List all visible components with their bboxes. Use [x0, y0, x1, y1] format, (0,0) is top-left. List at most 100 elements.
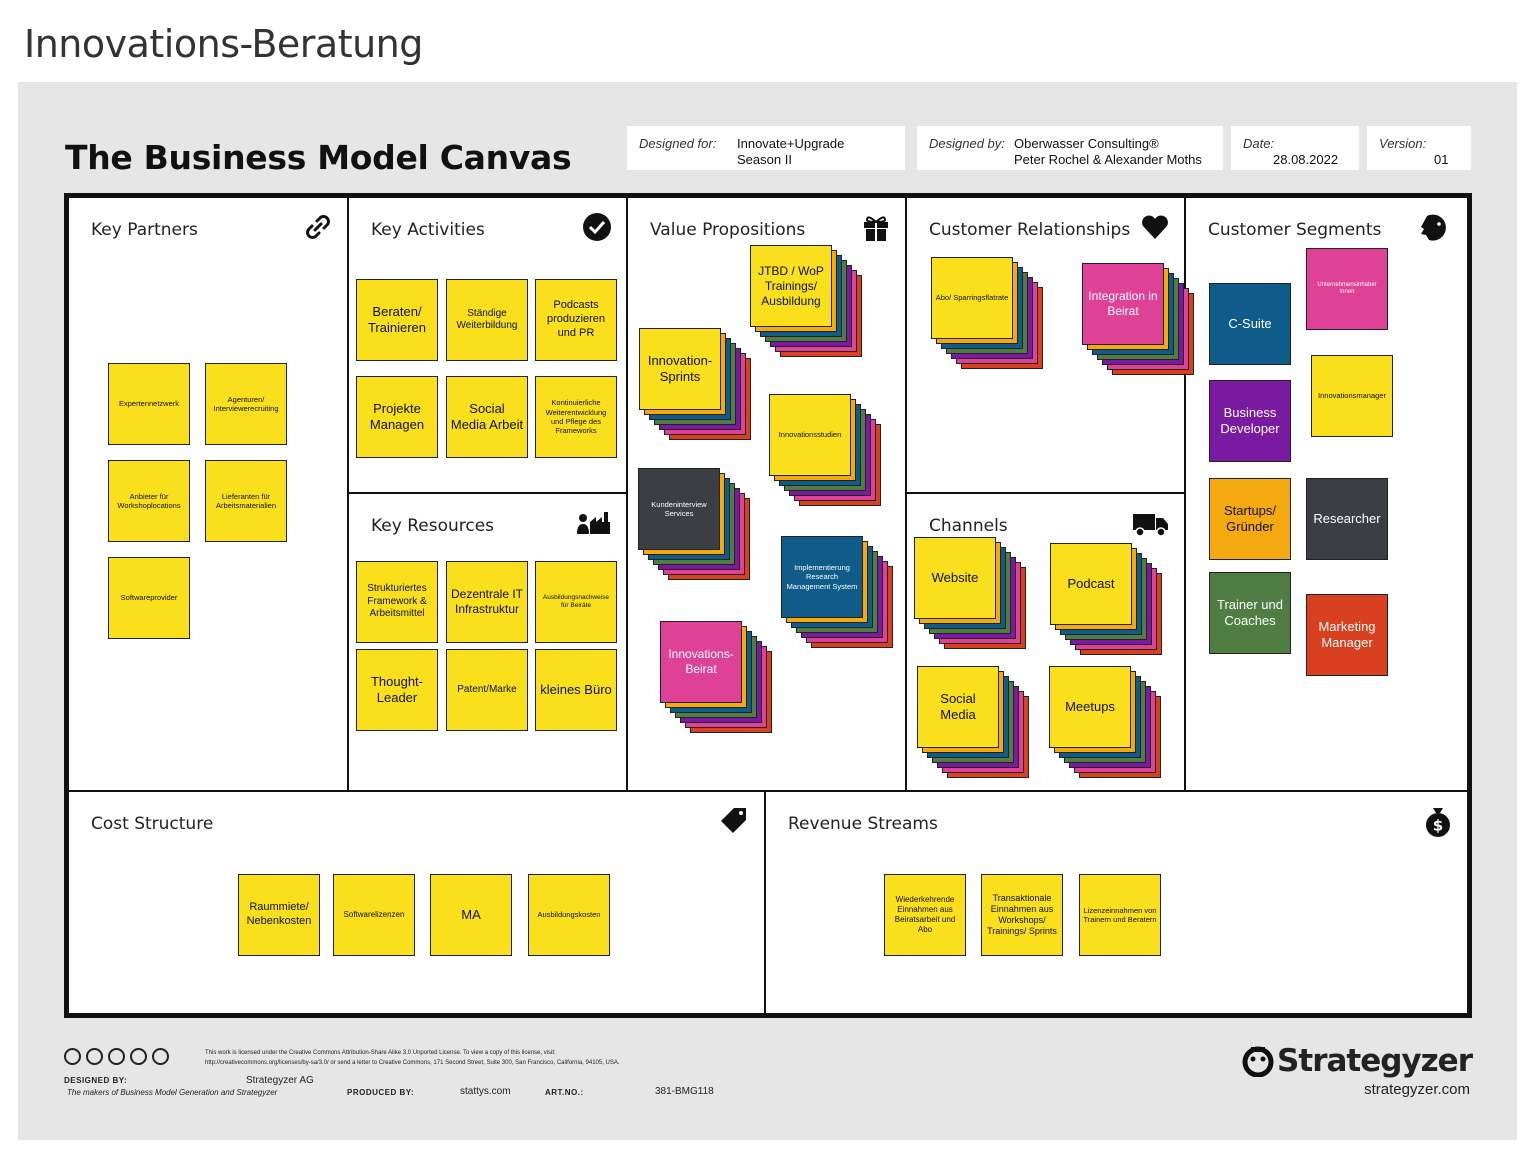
heart-icon — [1142, 215, 1168, 239]
designed-by-footer-label: DESIGNED BY: — [64, 1076, 128, 1085]
sticky-note[interactable]: Transaktionale Einnahmen aus Workshops/ … — [981, 874, 1063, 956]
divider-line — [764, 790, 766, 1013]
divider-line — [69, 790, 1467, 792]
sticky-note[interactable]: Thought-Leader — [356, 649, 438, 731]
section-title: Value Propositions — [650, 220, 806, 240]
sticky-note[interactable]: Dezentrale IT Infrastruktur — [446, 561, 528, 643]
sticky-note[interactable]: Innovationsmanager — [1311, 355, 1393, 437]
sticky-note[interactable]: Marketing Manager — [1306, 594, 1388, 676]
sticky-note[interactable]: Abo/ Sparringsflatrate — [931, 257, 1013, 339]
brand-url[interactable]: strategyzer.com — [1364, 1081, 1470, 1098]
sticky-note[interactable]: Lieferanten für Arbeitsmaterialien — [205, 460, 287, 542]
sticky-note[interactable]: Softwarelizenzen — [333, 874, 415, 956]
sticky-note[interactable]: Meetups — [1049, 666, 1131, 748]
sticky-note[interactable]: Agenturen/ Interviewerecruiting — [205, 363, 287, 445]
sticky-note[interactable]: Podcast — [1050, 543, 1132, 625]
designed-by-box[interactable]: Designed by: Oberwasser Consulting®Peter… — [917, 126, 1223, 170]
sticky-note[interactable]: Strukturiertes Framework & Arbeitsmittel — [356, 561, 438, 643]
divider-line — [905, 198, 907, 790]
sticky-note[interactable]: Implementierung Research Management Syst… — [781, 536, 863, 618]
strategyzer-logo-icon — [1242, 1046, 1274, 1077]
section-title: Channels — [929, 516, 1008, 536]
note-stack[interactable]: Meetups — [1049, 666, 1161, 778]
svg-text:$: $ — [1433, 817, 1443, 835]
sticky-note[interactable]: C-Suite — [1209, 283, 1291, 365]
sticky-note[interactable]: JTBD / WoP Trainings/ Ausbildung — [750, 245, 832, 327]
sticky-note[interactable]: Wiederkehrende Einnahmen aus Beiratsarbe… — [884, 874, 966, 956]
section-title: Key Activities — [371, 220, 485, 240]
note-stack[interactable]: Abo/ Sparringsflatrate — [931, 257, 1043, 369]
gift-icon — [864, 216, 888, 241]
divider-line — [626, 198, 628, 790]
sticky-note[interactable]: Beraten/ Trainieren — [356, 279, 438, 361]
note-stack[interactable]: Kundeninterview Services — [638, 468, 750, 580]
sticky-note[interactable]: Podcasts produzieren und PR — [535, 279, 617, 361]
note-stack[interactable]: Social Media — [917, 666, 1029, 778]
note-stack[interactable]: Podcast — [1050, 543, 1162, 655]
sticky-note[interactable]: Kundeninterview Services — [638, 468, 720, 550]
divider-line — [905, 492, 1184, 494]
section-cost-structure: Cost Structure — [69, 792, 764, 1013]
sticky-note[interactable]: Innovationsstudien — [769, 394, 851, 476]
note-stack[interactable]: JTBD / WoP Trainings/ Ausbildung — [750, 245, 862, 357]
sticky-note[interactable]: MA — [430, 874, 512, 956]
price-tag-icon — [721, 808, 746, 833]
art-no-label: ART.NO.: — [545, 1088, 584, 1097]
truck-icon — [1133, 514, 1168, 537]
sticky-note[interactable]: Ausbildungskosten — [528, 874, 610, 956]
checkmark-icon — [583, 213, 611, 241]
divider-line — [347, 492, 626, 494]
sticky-note[interactable]: Trainer und Coaches — [1209, 572, 1291, 654]
sticky-note[interactable]: Raummiete/ Nebenkosten — [238, 874, 320, 956]
link-icon — [306, 215, 330, 239]
section-title: Customer Segments — [1208, 220, 1382, 240]
sticky-note[interactable]: Kontinuierliche Weiterentwicklung und Pf… — [535, 376, 617, 458]
sticky-note[interactable]: Unternehmensinhaber Innen — [1306, 248, 1388, 330]
canvas-title: The Business Model Canvas — [65, 138, 572, 177]
money-bag-icon: $ — [1426, 808, 1450, 837]
note-stack[interactable]: Innovations-Beirat — [660, 621, 772, 733]
sticky-note[interactable]: Innovations-Beirat — [660, 621, 742, 703]
cc-icon — [64, 1048, 81, 1065]
note-stack[interactable]: Innovation-Sprints — [639, 328, 751, 440]
sticky-note[interactable]: Researcher — [1306, 478, 1388, 560]
note-stack[interactable]: Implementierung Research Management Syst… — [781, 536, 893, 648]
sticky-note[interactable]: Ausbildungsnachweise für Beiräte — [535, 561, 617, 643]
sticky-note[interactable]: Projekte Managen — [356, 376, 438, 458]
date-box[interactable]: Date: 28.08.2022 — [1231, 126, 1359, 170]
section-customer-relationships: Customer Relationships — [907, 198, 1184, 492]
note-stack[interactable]: Integration in Beirat — [1082, 263, 1194, 375]
version-label: Version: — [1379, 136, 1427, 151]
sticky-note[interactable]: Lizenzeinnahmen von Trainern und Berater… — [1079, 874, 1161, 956]
sticky-note[interactable]: Startups/ Gründer — [1209, 478, 1291, 560]
section-channels: Channels — [907, 494, 1184, 790]
version-box[interactable]: Version: 01 — [1367, 126, 1471, 170]
section-title: Revenue Streams — [788, 814, 938, 834]
sticky-note[interactable]: Ständige Weiterbildung — [446, 279, 528, 361]
sticky-note[interactable]: Expertennetzwerk — [108, 363, 190, 445]
sticky-note[interactable]: Social Media — [917, 666, 999, 748]
designed-for-label: Designed for: — [639, 136, 717, 151]
sticky-note[interactable]: Integration in Beirat — [1082, 263, 1164, 345]
cc-nc-icon — [130, 1048, 147, 1065]
sticky-note[interactable]: Innovation-Sprints — [639, 328, 721, 410]
note-stack[interactable]: Innovationsstudien — [769, 394, 881, 506]
sticky-note[interactable]: kleines Büro — [535, 649, 617, 731]
cc-license-icons — [64, 1048, 174, 1068]
sticky-note[interactable]: Website — [914, 537, 996, 619]
sticky-note[interactable]: Softwareprovider — [108, 557, 190, 639]
sticky-note[interactable]: Anbieter für Workshoplocations — [108, 460, 190, 542]
sticky-note[interactable]: Social Media Arbeit — [446, 376, 528, 458]
note-stack[interactable]: Website — [914, 537, 1026, 649]
business-model-canvas: Key Partners Key Activities Key Resource… — [64, 193, 1472, 1018]
sticky-note[interactable]: Patent/Marke — [446, 649, 528, 731]
art-no-value: 381-BMG118 — [655, 1086, 714, 1097]
strategyzer-logo[interactable]: Strategyzer — [1241, 1043, 1473, 1079]
designed-by-value: Oberwasser Consulting®Peter Rochel & Ale… — [1014, 136, 1202, 167]
section-revenue-streams: Revenue Streams $ — [766, 792, 1467, 1013]
sticky-note[interactable]: Business Developer — [1209, 380, 1291, 462]
cc-person-icon — [152, 1048, 169, 1065]
produced-by-value[interactable]: stattys.com — [460, 1086, 511, 1097]
